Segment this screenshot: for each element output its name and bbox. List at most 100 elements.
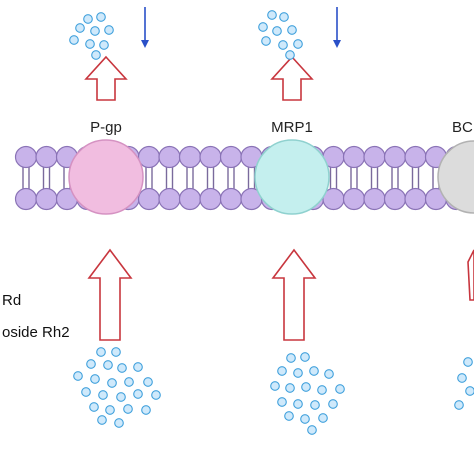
molecule-dot-icon (285, 383, 295, 393)
lipid-head-bottom (383, 187, 407, 211)
molecule-dot-icon (284, 411, 294, 421)
lipid-head-bottom (199, 187, 222, 211)
molecule-dot-icon (133, 362, 143, 372)
down-arrow-icon (333, 40, 341, 48)
molecule-dot-icon (293, 368, 303, 378)
lipid-head-top (383, 145, 407, 169)
lipid-head-bottom (158, 187, 181, 211)
molecule-dot-icon (286, 353, 296, 363)
molecule-dot-icon (85, 39, 95, 49)
molecule-dot-icon (86, 359, 96, 369)
molecule-dot-icon (69, 35, 79, 45)
molecule-dot-icon (285, 50, 295, 60)
molecule-dot-icon (324, 369, 334, 379)
molecule-dot-icon (143, 377, 153, 387)
hollow-up-arrow-icon (87, 248, 133, 341)
molecule-dot-icon (272, 26, 282, 36)
molecule-dot-icon (90, 374, 100, 384)
hollow-up-arrow-icon (270, 55, 314, 101)
lipid-head-top (137, 145, 161, 169)
lipid-head-bottom (178, 187, 202, 211)
molecule-dot-icon (96, 347, 106, 357)
molecule-dot-icon (73, 371, 83, 381)
molecule-dot-icon (107, 378, 117, 388)
lipid-head-top (199, 145, 222, 169)
transporter-label-pgp: P-gp (90, 119, 122, 136)
molecule-dot-icon (75, 23, 85, 33)
molecule-dot-icon (123, 404, 133, 414)
molecule-dot-icon (141, 405, 151, 415)
molecule-dot-icon (310, 400, 320, 410)
molecule-dot-icon (278, 40, 288, 50)
molecule-dot-icon (277, 397, 287, 407)
lipid-head-bottom (219, 187, 243, 211)
molecule-dot-icon (301, 382, 311, 392)
lipid-head-bottom (137, 187, 161, 211)
molecule-dot-icon (293, 399, 303, 409)
molecule-dot-icon (309, 366, 319, 376)
molecule-dot-icon (270, 381, 280, 391)
down-arrow-icon (141, 40, 149, 48)
molecule-dot-icon (104, 25, 114, 35)
molecule-dot-icon (111, 347, 121, 357)
lipid-head-top (363, 145, 386, 169)
transporter-bcrp (437, 140, 474, 214)
transporter-label-bcrp: BC (452, 119, 473, 136)
molecule-dot-icon (279, 12, 289, 22)
molecule-dot-icon (293, 39, 303, 49)
transporter-pgp (68, 139, 144, 215)
molecule-dot-icon (267, 10, 277, 20)
lipid-head-bottom (363, 187, 386, 211)
transporters-layer (68, 139, 474, 215)
hollow-up-arrow-icon (467, 249, 474, 301)
molecule-dot-icon (307, 425, 317, 435)
molecule-dot-icon (103, 360, 113, 370)
molecule-dot-icon (258, 22, 268, 32)
molecule-dot-icon (261, 36, 271, 46)
molecule-dot-icon (300, 352, 310, 362)
transporter-label-mrp1: MRP1 (271, 119, 313, 136)
molecule-dot-icon (317, 385, 327, 395)
lipid-head-top (35, 145, 58, 169)
lipid-head-top (342, 145, 366, 169)
lipid-head-top (404, 145, 427, 169)
lipid-head-top (178, 145, 202, 169)
molecule-dot-icon (277, 366, 287, 376)
molecule-dot-icon (114, 418, 124, 428)
molecule-dot-icon (99, 40, 109, 50)
molecule-dot-icon (463, 357, 473, 367)
molecules-layer (69, 10, 474, 435)
molecule-dot-icon (465, 386, 474, 396)
molecule-dot-icon (91, 50, 101, 60)
lipid-head-bottom (14, 187, 38, 211)
molecule-dot-icon (105, 405, 115, 415)
molecule-dot-icon (457, 373, 467, 383)
arrows-layer (84, 7, 474, 341)
molecule-dot-icon (335, 384, 345, 394)
lipid-head-top (14, 145, 38, 169)
molecule-dot-icon (98, 390, 108, 400)
molecule-dot-icon (116, 392, 126, 402)
molecule-dot-icon (97, 415, 107, 425)
molecule-dot-icon (287, 25, 297, 35)
molecule-dot-icon (454, 400, 464, 410)
lipid-head-top (158, 145, 181, 169)
compound-label-rd: Rd (2, 292, 21, 309)
molecule-dot-icon (89, 402, 99, 412)
lipid-head-bottom (35, 187, 58, 211)
lipid-head-bottom (342, 187, 366, 211)
lipid-head-top (219, 145, 243, 169)
molecule-dot-icon (133, 389, 143, 399)
molecule-dot-icon (328, 399, 338, 409)
molecule-dot-icon (124, 377, 134, 387)
molecule-dot-icon (96, 12, 106, 22)
transporter-mrp1 (254, 139, 330, 215)
hollow-up-arrow-icon (84, 55, 128, 101)
molecule-dot-icon (81, 387, 91, 397)
molecule-dot-icon (318, 413, 328, 423)
molecule-dot-icon (117, 363, 127, 373)
molecule-dot-icon (90, 26, 100, 36)
lipid-head-bottom (404, 187, 427, 211)
